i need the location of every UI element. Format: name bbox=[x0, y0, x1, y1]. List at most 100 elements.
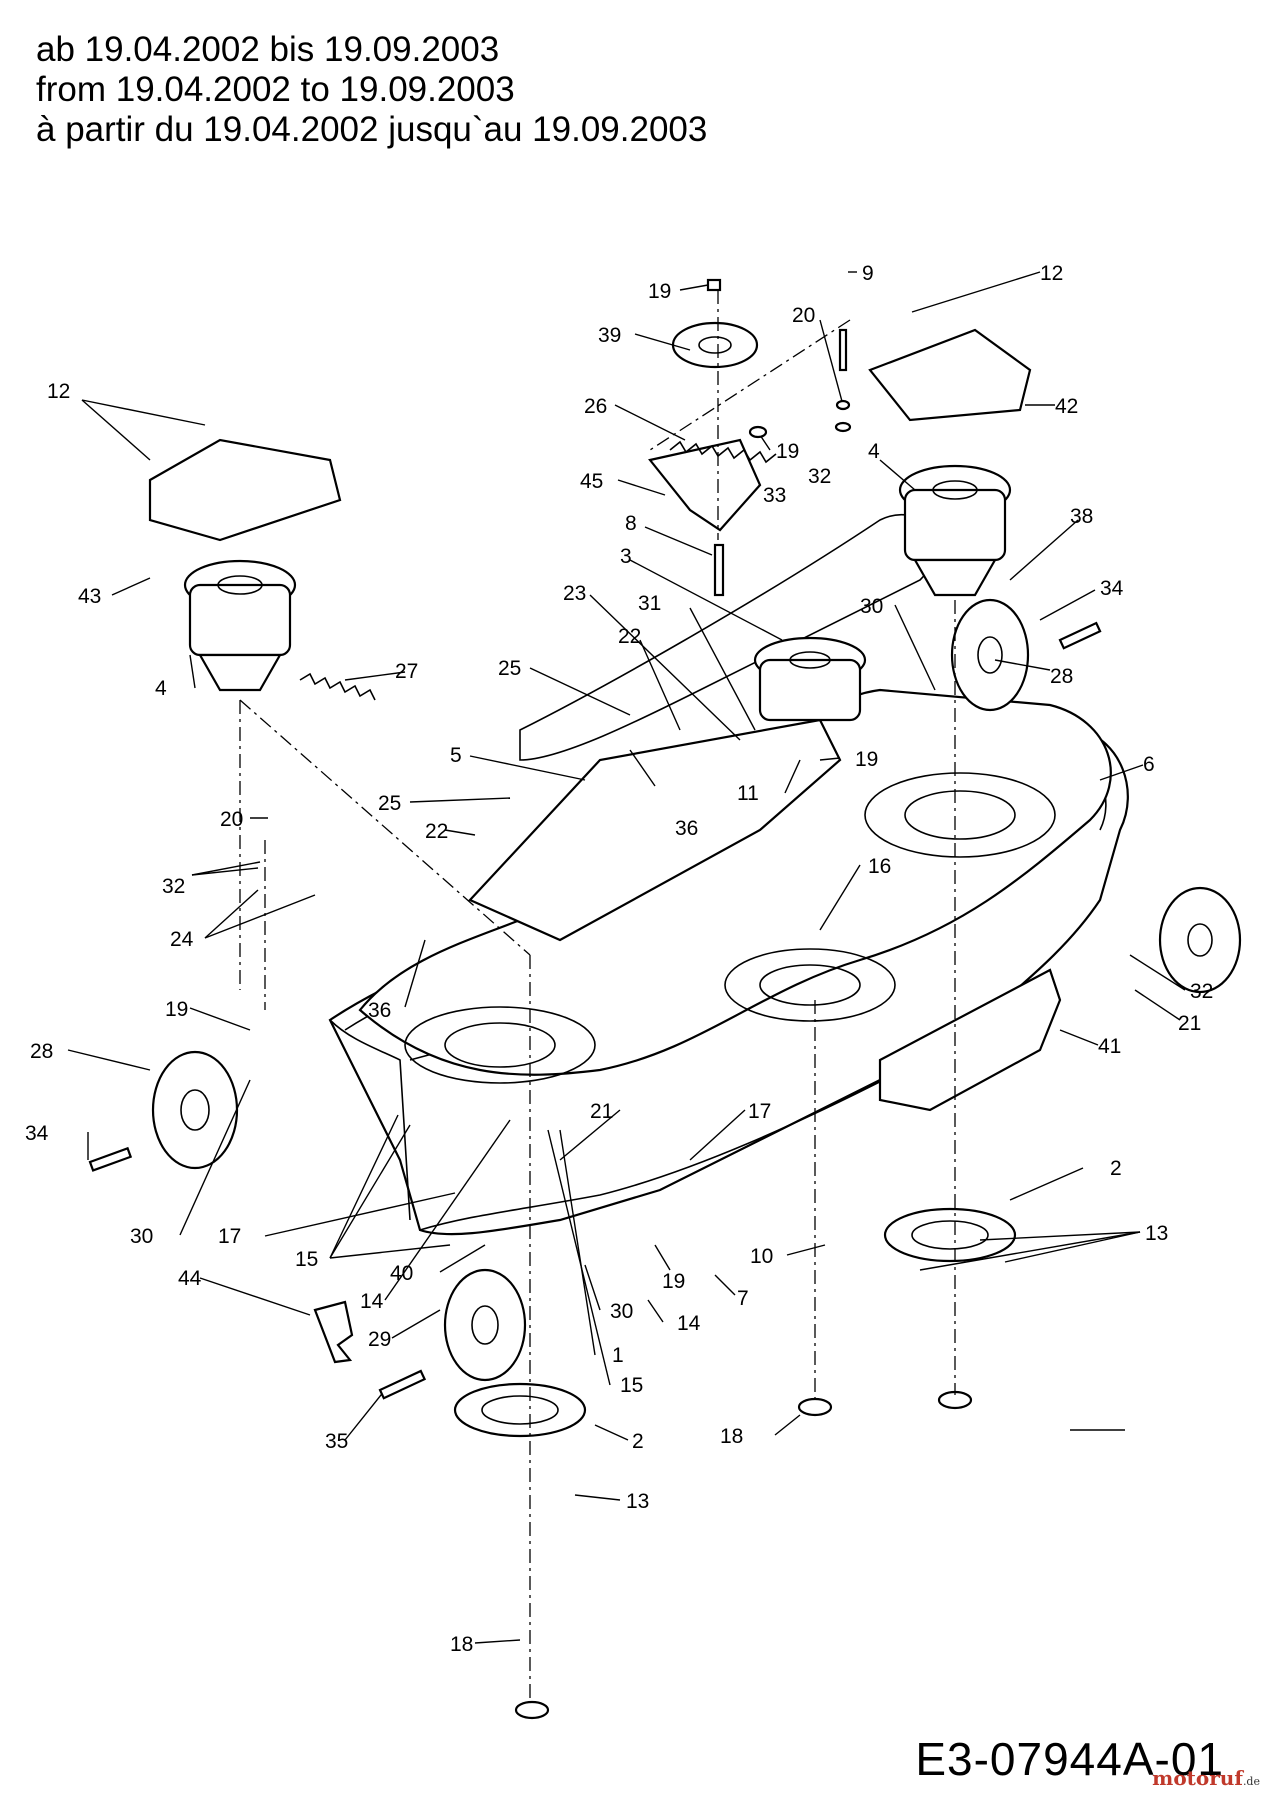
idler-pulley bbox=[671, 321, 759, 369]
right-gauge-wheel bbox=[950, 598, 1030, 712]
callout-20: 20 bbox=[220, 808, 243, 831]
left-blade-adapter bbox=[453, 1382, 587, 1438]
callout-22: 22 bbox=[618, 625, 641, 648]
callout-26: 26 bbox=[584, 395, 607, 418]
callout-12: 12 bbox=[47, 380, 70, 403]
fasteners bbox=[88, 278, 1102, 1400]
callout-2: 2 bbox=[632, 1430, 644, 1453]
callout-19: 19 bbox=[165, 998, 188, 1021]
callout-33: 33 bbox=[763, 484, 786, 507]
callout-6: 6 bbox=[1143, 753, 1155, 776]
callout-25: 25 bbox=[378, 792, 401, 815]
callout-13: 13 bbox=[1145, 1222, 1168, 1245]
rear-deck-wheel bbox=[1158, 886, 1242, 994]
callout-36: 36 bbox=[368, 999, 391, 1022]
callout-30: 30 bbox=[130, 1225, 153, 1248]
right-blade-adapter bbox=[883, 1207, 1017, 1263]
spindle-nut-center bbox=[797, 1397, 833, 1417]
callout-18: 18 bbox=[720, 1425, 743, 1448]
callout-23: 23 bbox=[563, 582, 586, 605]
callout-4: 4 bbox=[868, 440, 880, 463]
callout-3: 3 bbox=[620, 545, 632, 568]
callout-42: 42 bbox=[1055, 395, 1078, 418]
callout-19: 19 bbox=[662, 1270, 685, 1293]
callout-28: 28 bbox=[1050, 665, 1073, 688]
callout-4: 4 bbox=[155, 677, 167, 700]
front-gauge-wheel bbox=[443, 1268, 527, 1382]
date-range-german: ab 19.04.2002 bis 19.09.2003 bbox=[36, 30, 500, 69]
callout-40: 40 bbox=[390, 1262, 413, 1285]
callout-11: 11 bbox=[737, 782, 759, 805]
callout-34: 34 bbox=[1100, 577, 1124, 600]
drawing-code: E3-07944A-01 bbox=[915, 1733, 1224, 1785]
callout-9: 9 bbox=[862, 262, 874, 285]
center-bracket-plate bbox=[468, 718, 842, 942]
callout-13: 13 bbox=[626, 1490, 649, 1513]
hook-bracket bbox=[313, 1300, 354, 1364]
tension-spring-upper bbox=[669, 440, 777, 464]
callout-35: 35 bbox=[325, 1430, 348, 1453]
callout-2: 2 bbox=[1110, 1157, 1122, 1180]
callout-12: 12 bbox=[1040, 262, 1063, 285]
callout-30: 30 bbox=[860, 595, 883, 618]
callout-10: 10 bbox=[750, 1245, 773, 1268]
callout-5: 5 bbox=[450, 744, 462, 767]
assembly-centerlines bbox=[239, 290, 956, 1700]
callout-21: 21 bbox=[1178, 1012, 1201, 1035]
callout-38: 38 bbox=[1070, 505, 1093, 528]
callout-24: 24 bbox=[170, 928, 194, 951]
callout-44: 44 bbox=[178, 1267, 202, 1290]
callout-32: 32 bbox=[1190, 980, 1213, 1003]
date-range-french: à partir du 19.04.2002 jusqu`au 19.09.20… bbox=[36, 110, 708, 149]
callout-17: 17 bbox=[748, 1100, 771, 1123]
callout-29: 29 bbox=[368, 1328, 391, 1351]
callout-16: 16 bbox=[868, 855, 891, 878]
callout-20: 20 bbox=[792, 304, 815, 327]
callout-19: 19 bbox=[855, 748, 878, 771]
callout-22: 22 bbox=[425, 820, 448, 843]
callout-7: 7 bbox=[737, 1287, 749, 1310]
watermark-brand: motoruf bbox=[1152, 1766, 1243, 1790]
idler-arm bbox=[648, 438, 762, 532]
callout-32: 32 bbox=[162, 875, 185, 898]
callout-30: 30 bbox=[610, 1300, 633, 1323]
callout-31: 31 bbox=[638, 592, 661, 615]
callout-34: 34 bbox=[25, 1122, 49, 1145]
callout-25: 25 bbox=[498, 657, 521, 680]
tension-spring-lower bbox=[299, 672, 376, 701]
callout-45: 45 bbox=[580, 470, 603, 493]
callout-15: 15 bbox=[620, 1374, 643, 1397]
left-spindle-assembly bbox=[183, 559, 297, 692]
callout-leaders bbox=[67, 271, 1186, 1644]
callout-1: 1 bbox=[612, 1344, 624, 1367]
callout-8: 8 bbox=[625, 512, 637, 535]
callout-36: 36 bbox=[675, 817, 698, 840]
callout-41: 41 bbox=[1098, 1035, 1121, 1058]
watermark-suffix: .de bbox=[1242, 1775, 1260, 1788]
callout-21: 21 bbox=[590, 1100, 613, 1123]
discharge-guard bbox=[878, 968, 1062, 1112]
callout-19: 19 bbox=[648, 280, 671, 303]
watermark-logo: motoruf.de bbox=[1152, 1766, 1260, 1790]
callout-43: 43 bbox=[78, 585, 101, 608]
callout-28: 28 bbox=[30, 1040, 53, 1063]
callout-14: 14 bbox=[677, 1312, 701, 1335]
left-belt-cover bbox=[148, 438, 342, 542]
spindle-nut-left bbox=[514, 1700, 550, 1720]
callout-labels: 19 39 20 9 12 26 19 32 42 12 45 33 4 8 3… bbox=[25, 262, 1213, 1656]
callout-32: 32 bbox=[808, 465, 831, 488]
date-range-header: ab 19.04.2002 bis 19.09.2003 from 19.04.… bbox=[36, 30, 707, 150]
right-belt-cover bbox=[868, 328, 1032, 422]
center-spindle-assembly bbox=[753, 636, 867, 722]
right-spindle-assembly bbox=[898, 464, 1012, 597]
callout-27: 27 bbox=[395, 660, 418, 683]
callout-19: 19 bbox=[776, 440, 799, 463]
callout-18: 18 bbox=[450, 1633, 473, 1656]
callout-39: 39 bbox=[598, 324, 621, 347]
callout-14: 14 bbox=[360, 1290, 384, 1313]
date-range-english: from 19.04.2002 to 19.09.2003 bbox=[36, 70, 515, 109]
callout-17: 17 bbox=[218, 1225, 241, 1248]
left-gauge-wheel bbox=[151, 1050, 239, 1170]
callout-15: 15 bbox=[295, 1248, 318, 1271]
